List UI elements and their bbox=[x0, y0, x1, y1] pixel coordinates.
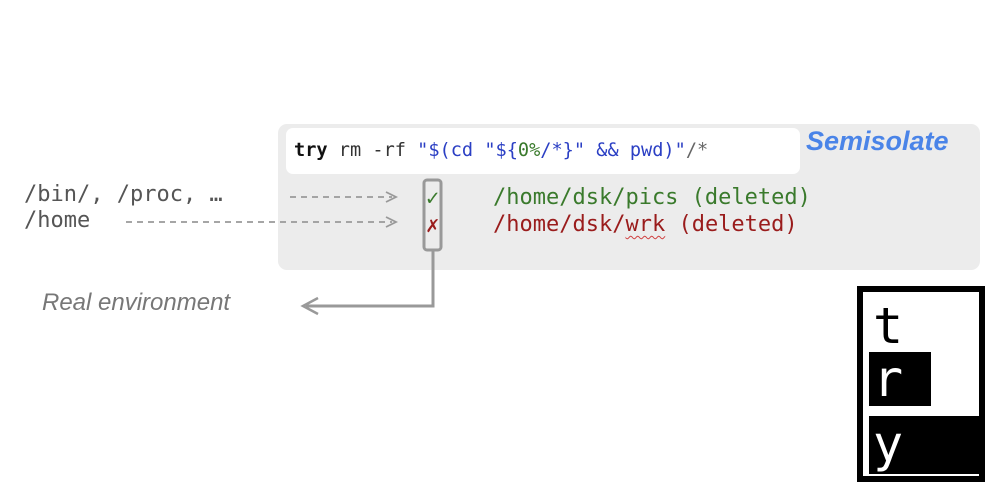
command-variable: 0% bbox=[517, 140, 541, 161]
result-path-pics: /home/dsk/pics bbox=[493, 185, 679, 210]
logo-letter-r: r bbox=[873, 350, 904, 408]
check-column-bracket bbox=[422, 178, 443, 252]
result-suffix-wrk: (deleted) bbox=[665, 212, 798, 237]
logo-letter-t: t bbox=[873, 297, 904, 355]
command-line: try rm -rf "$(cd "${0%/*}" && pwd)"/* bbox=[294, 137, 708, 165]
command-box bbox=[286, 128, 800, 174]
left-label-bin-proc: /bin/, /proc, … bbox=[24, 182, 223, 207]
command-string-end: /*}" && pwd)" bbox=[540, 140, 686, 161]
command-string-start: "$(cd "${ bbox=[417, 140, 518, 161]
dashed-arrow-head-1 bbox=[385, 191, 399, 203]
command-keyword: try bbox=[294, 140, 328, 161]
logo-letter-y: y bbox=[873, 415, 904, 473]
result-suffix-pics: (deleted) bbox=[678, 185, 811, 210]
mode-label: Semisolate bbox=[806, 126, 949, 156]
result-path-prefix-wrk: /home/dsk/ bbox=[493, 212, 626, 237]
cross-mark-icon: ✗ bbox=[426, 213, 440, 238]
left-label-home: /home bbox=[24, 208, 91, 233]
command-tail: /* bbox=[685, 140, 709, 161]
check-mark-icon: ✓ bbox=[426, 186, 440, 211]
result-line-pics: /home/dsk/pics (deleted) bbox=[493, 185, 811, 211]
real-env-connector bbox=[306, 251, 435, 308]
real-environment-label: Real environment bbox=[42, 289, 231, 316]
result-line-wrk: /home/dsk/wrk (deleted) bbox=[493, 212, 798, 238]
real-env-arrow-head bbox=[300, 296, 319, 316]
command-plain: rm -rf bbox=[327, 140, 418, 161]
logo-block-r bbox=[869, 352, 931, 406]
dashed-arrow-head-2 bbox=[385, 216, 399, 228]
logo-block-y bbox=[869, 416, 979, 474]
result-word-wrk: wrk bbox=[625, 212, 666, 237]
try-logo: t r y bbox=[857, 286, 985, 482]
